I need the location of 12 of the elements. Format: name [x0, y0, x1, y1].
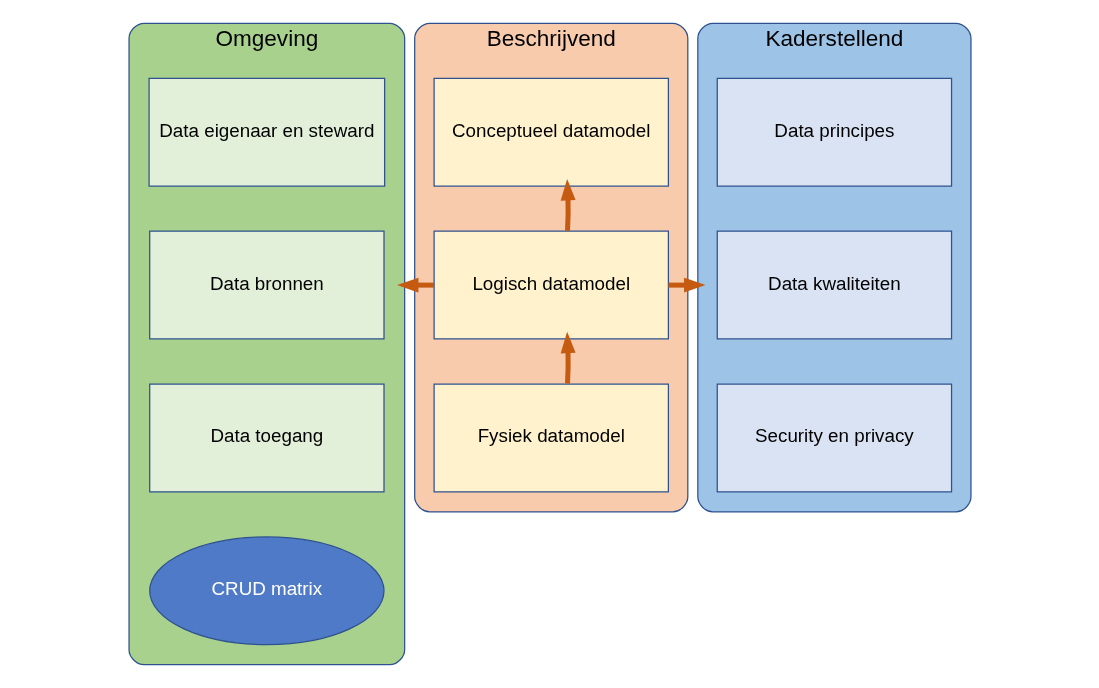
node-box: Data eigenaar en steward: [147, 77, 385, 187]
node-box: Logisch datamodel: [433, 230, 669, 340]
node-box: Data kwaliteiten: [716, 230, 952, 340]
node-box: Data principes: [716, 77, 952, 187]
node-ellipse: CRUD matrix: [148, 536, 385, 646]
node-box: Fysiek datamodel: [433, 383, 669, 493]
node-box: Security en privacy: [716, 383, 952, 493]
node-box: Data toegang: [148, 383, 385, 493]
arrow: [560, 331, 576, 384]
node-box: Data bronnen: [148, 230, 385, 340]
node-box: Conceptueel datamodel: [433, 77, 669, 187]
arrow: [560, 178, 576, 231]
